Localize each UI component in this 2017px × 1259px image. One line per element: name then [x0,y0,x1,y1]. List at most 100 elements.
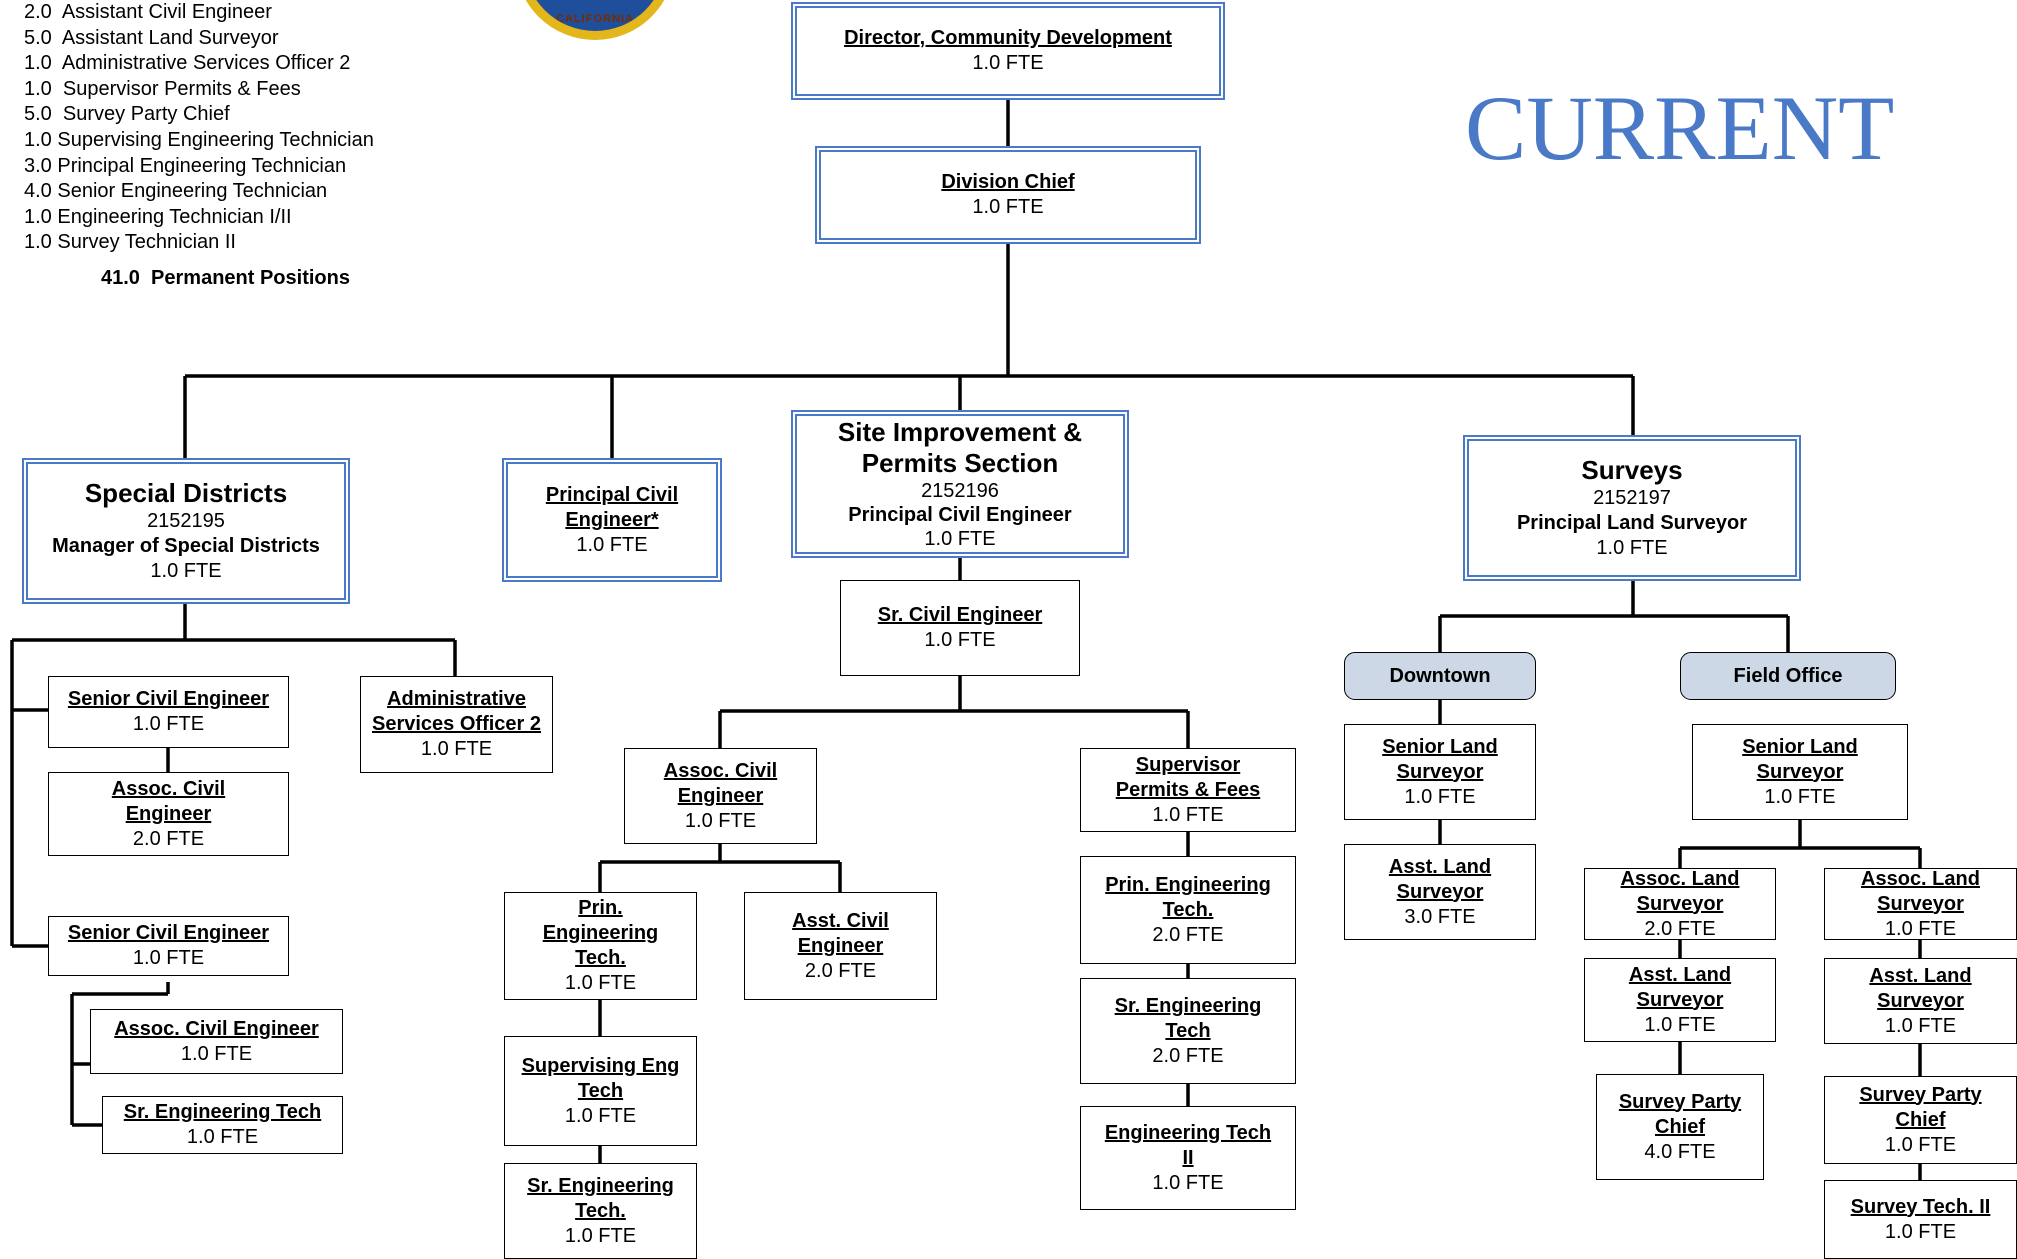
node-title: Surveyor [1877,892,1964,915]
node-supervising-eng-tech: Supervising Eng Tech 1.0 FTE [504,1036,697,1146]
node-fte: 1.0 FTE [972,196,1044,218]
node-title: Tech. [575,1199,626,1222]
legend-item: 1.0 Supervising Engineering Technician [24,128,374,151]
node-fte: 1.0 FTE [1644,1013,1716,1036]
node-fte: 1.0 FTE [972,52,1044,74]
node-fo-survey-party-chief-b: Survey Party Chief 1.0 FTE [1824,1076,2017,1164]
node-fo-survey-tech-2: Survey Tech. II 1.0 FTE [1824,1180,2017,1259]
node-dt-asst-land-surveyor: Asst. Land Surveyor 3.0 FTE [1344,844,1536,940]
node-title: Engineering [542,922,659,944]
node-fte: 1.0 FTE [132,713,205,735]
node-title: Engineer* [565,508,659,531]
section-code: 2152197 [1593,487,1671,509]
node-sd-aso2: Administrative Services Officer 2 1.0 FT… [360,676,553,773]
node-title: Survey Party [1618,1090,1742,1113]
node-title: Senior Land [1742,735,1858,758]
position-summary-list: 2.0 Assistant Civil Engineer 5.0 Assista… [24,0,374,256]
node-surveys: Surveys 2152197 Principal Land Surveyor … [1463,435,1801,581]
node-title: Asst. Land [1628,963,1732,986]
node-sr-eng-tech-1: Sr. Engineering Tech. 1.0 FTE [504,1163,697,1259]
node-title: Tech [577,1079,624,1102]
legend-item: 4.0 Senior Engineering Technician [24,180,328,203]
node-fte: 2.0 FTE [804,959,877,982]
node-title: Principal Civil [545,483,679,506]
node-fte: 1.0 FTE [1152,1171,1224,1194]
node-sd-assoc-civil-2: Assoc. Civil Engineer 1.0 FTE [90,1009,343,1074]
node-title: Prin. Engineering [1105,873,1271,896]
node-title: Sr. Engineering [527,1174,674,1197]
node-sr-eng-tech-2: Sr. Engineering Tech 2.0 FTE [1080,978,1296,1084]
legend-item: 1.0 Engineering Technician I/II [24,205,292,228]
node-fte: 1.0 FTE [1884,1133,1957,1156]
node-fte: 4.0 FTE [1644,1140,1716,1163]
node-sd-senior-civil-2: Senior Civil Engineer 1.0 FTE [48,916,289,976]
node-fte: 2.0 FTE [1152,1044,1224,1067]
node-fo-senior-land-surveyor: Senior Land Surveyor 1.0 FTE [1692,724,1908,820]
current-label: CURRENT [1465,77,1895,179]
node-prin-eng-tech-1: Prin. Engineering Tech. 1.0 FTE [504,892,697,1000]
section-name: Special Districts [84,478,288,508]
node-title: Prin. [578,897,623,919]
node-title: Surveyor [1396,760,1484,783]
node-fte: 1.0 FTE [1152,803,1224,826]
section-code: 2152196 [921,480,999,502]
node-title: Asst. Civil [792,909,889,932]
node-title: Surveyor [1636,892,1724,915]
node-title: Assoc. Land [1620,867,1740,890]
node-title: Surveyor [1756,760,1844,783]
node-title: Chief [1655,1115,1705,1138]
node-fo-survey-party-chief-a: Survey Party Chief 4.0 FTE [1596,1074,1764,1180]
section-name: Site Improvement & [837,417,1083,447]
node-title: Senior Civil Engineer [67,922,270,944]
node-role: Principal Civil Engineer [848,504,1072,526]
section-name: Surveys [1581,455,1683,485]
node-fte: 1.0 FTE [1884,1220,1957,1243]
node-title: Asst. Land [1388,855,1492,878]
node-title: Tech. [1162,898,1214,921]
node-sd-assoc-civil-1: Assoc. Civil Engineer 2.0 FTE [48,772,289,856]
legend-item: 2.0 Assistant Civil Engineer [24,1,272,23]
node-title: Administrative [387,688,526,710]
node-fte: 1.0 FTE [924,528,996,550]
node-title: Surveyor [1877,989,1964,1012]
legend-item: 1.0 Supervisor Permits & Fees [24,77,301,100]
pill-label: Field Office [1733,664,1843,687]
node-assoc-civil-engineer: Assoc. Civil Engineer 1.0 FTE [624,748,817,844]
node-fte: 1.0 FTE [1884,1014,1957,1037]
node-title: Senior Land [1382,735,1498,758]
node-fte: 1.0 FTE [564,1224,637,1247]
node-title: Assoc. Civil [663,759,778,782]
node-fo-assoc-land-surveyor-b: Assoc. Land Surveyor 1.0 FTE [1824,868,2017,940]
node-title: Engineer [677,784,764,807]
node-title: Services Officer 2 [372,713,541,735]
node-title: Chief [1895,1108,1946,1131]
pill-downtown: Downtown [1344,652,1536,700]
node-title: Sr. Engineering [1114,994,1262,1017]
node-title: Supervisor [1135,753,1241,776]
node-title: Surveyor [1636,988,1724,1011]
node-fte: 1.0 FTE [420,738,493,760]
node-fte: 1.0 FTE [564,1104,637,1127]
node-sd-senior-civil-1: Senior Civil Engineer 1.0 FTE [48,676,289,748]
section-code: 2152195 [147,510,225,532]
node-title: Engineer [797,934,884,957]
node-fo-asst-land-surveyor-b: Asst. Land Surveyor 1.0 FTE [1824,958,2017,1044]
node-title: Engineering Tech [1104,1121,1272,1144]
node-title: Permits & Fees [1115,778,1261,801]
node-title: Asst. Land [1869,964,1972,987]
node-role: Manager of Special Districts [52,535,320,557]
node-site-improvement: Site Improvement & Permits Section 21521… [791,410,1129,558]
pill-label: Downtown [1389,664,1491,687]
node-principal-civil-engineer: Principal Civil Engineer* 1.0 FTE [502,458,722,582]
node-fo-assoc-land-surveyor-a: Assoc. Land Surveyor 2.0 FTE [1584,868,1776,940]
node-fte: 1.0 FTE [684,809,757,832]
node-title: Engineer [125,802,212,825]
node-fte: 1.0 FTE [924,629,996,651]
node-fte: 1.0 FTE [564,972,637,994]
node-fte: 2.0 FTE [132,827,205,850]
node-title: Tech [1165,1019,1211,1042]
node-title: Sr. Civil Engineer [877,604,1043,626]
node-asst-civil-engineer: Asst. Civil Engineer 2.0 FTE [744,892,937,1000]
legend-item: 1.0 Survey Technician II [24,231,236,254]
node-fte: 1.0 FTE [1404,785,1476,808]
